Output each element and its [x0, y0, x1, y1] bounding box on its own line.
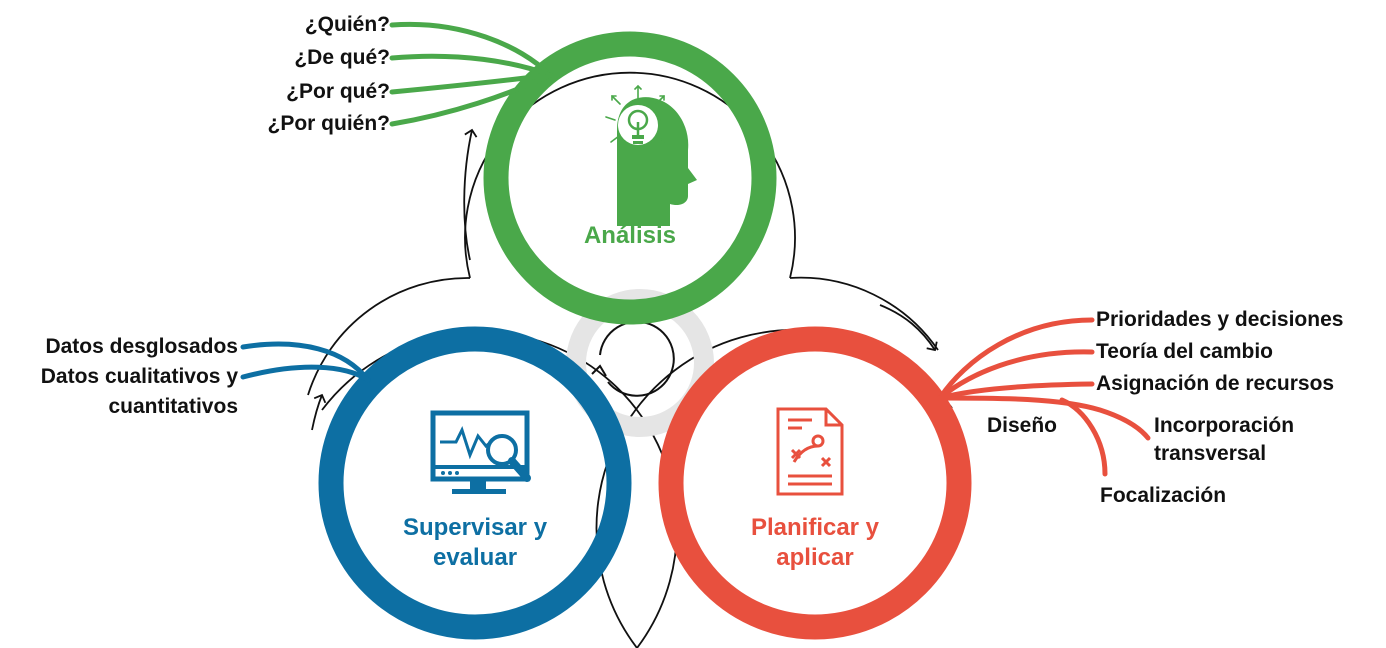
- plan-item-theory-of-change: Teoría del cambio: [1096, 340, 1273, 363]
- monitor-title-line1: Supervisar y: [402, 514, 548, 541]
- plan-design-mainstreaming-2: transversal: [1154, 442, 1267, 465]
- arrow-to-analysis: [463, 128, 478, 261]
- arrow-to-monitor: [311, 393, 327, 431]
- analysis-question-who: ¿Quién?: [304, 13, 390, 36]
- center-cycle: [566, 289, 714, 437]
- plan-title-line1: Planificar y: [750, 514, 880, 541]
- monitor-item-disaggregated: Datos desglosados: [45, 335, 238, 358]
- analysis-question-what: ¿De qué?: [294, 46, 390, 69]
- analysis-ring: [483, 31, 777, 325]
- plan-item-priorities: Prioridades y decisiones: [1096, 308, 1344, 331]
- analysis-question-why: ¿Por qué?: [286, 80, 390, 103]
- monitor-title-line2: evaluar: [432, 544, 518, 571]
- plan-ring: [658, 326, 972, 640]
- plan-design-label: Diseño: [987, 414, 1058, 437]
- plan-title-line2: aplicar: [776, 544, 854, 571]
- monitor-item-qualitative: Datos cualitativos y: [40, 365, 238, 388]
- outline-arc-top: [464, 71, 796, 279]
- outline-arc-right: [789, 276, 939, 351]
- arrow-to-plan: [879, 304, 938, 352]
- strategy-document-icon: [776, 407, 844, 496]
- analysis-connectors: [389, 21, 553, 127]
- analysis-title: Análisis: [560, 221, 700, 251]
- cycle-arrow-icon: [599, 320, 675, 397]
- plan-connectors: [937, 317, 1151, 477]
- analysis-title-text: Análisis: [583, 222, 677, 249]
- lightbulb-head-icon: [605, 84, 697, 227]
- monitor-connectors: [240, 341, 371, 383]
- monitor-item-quantitative: cuantitativos: [108, 395, 238, 418]
- plan-design-targeting: Focalización: [1100, 484, 1227, 507]
- plan-design-mainstreaming-1: Incorporación: [1154, 414, 1295, 437]
- monitor-magnifier-icon: [430, 410, 531, 494]
- analysis-question-by-whom: ¿Por quién?: [267, 112, 391, 135]
- monitor-ring: [318, 326, 632, 640]
- monitor-title: Supervisar y evaluar: [385, 513, 565, 573]
- plan-title: Planificar y aplicar: [725, 513, 905, 573]
- plan-item-resource-allocation: Asignación de recursos: [1096, 372, 1335, 395]
